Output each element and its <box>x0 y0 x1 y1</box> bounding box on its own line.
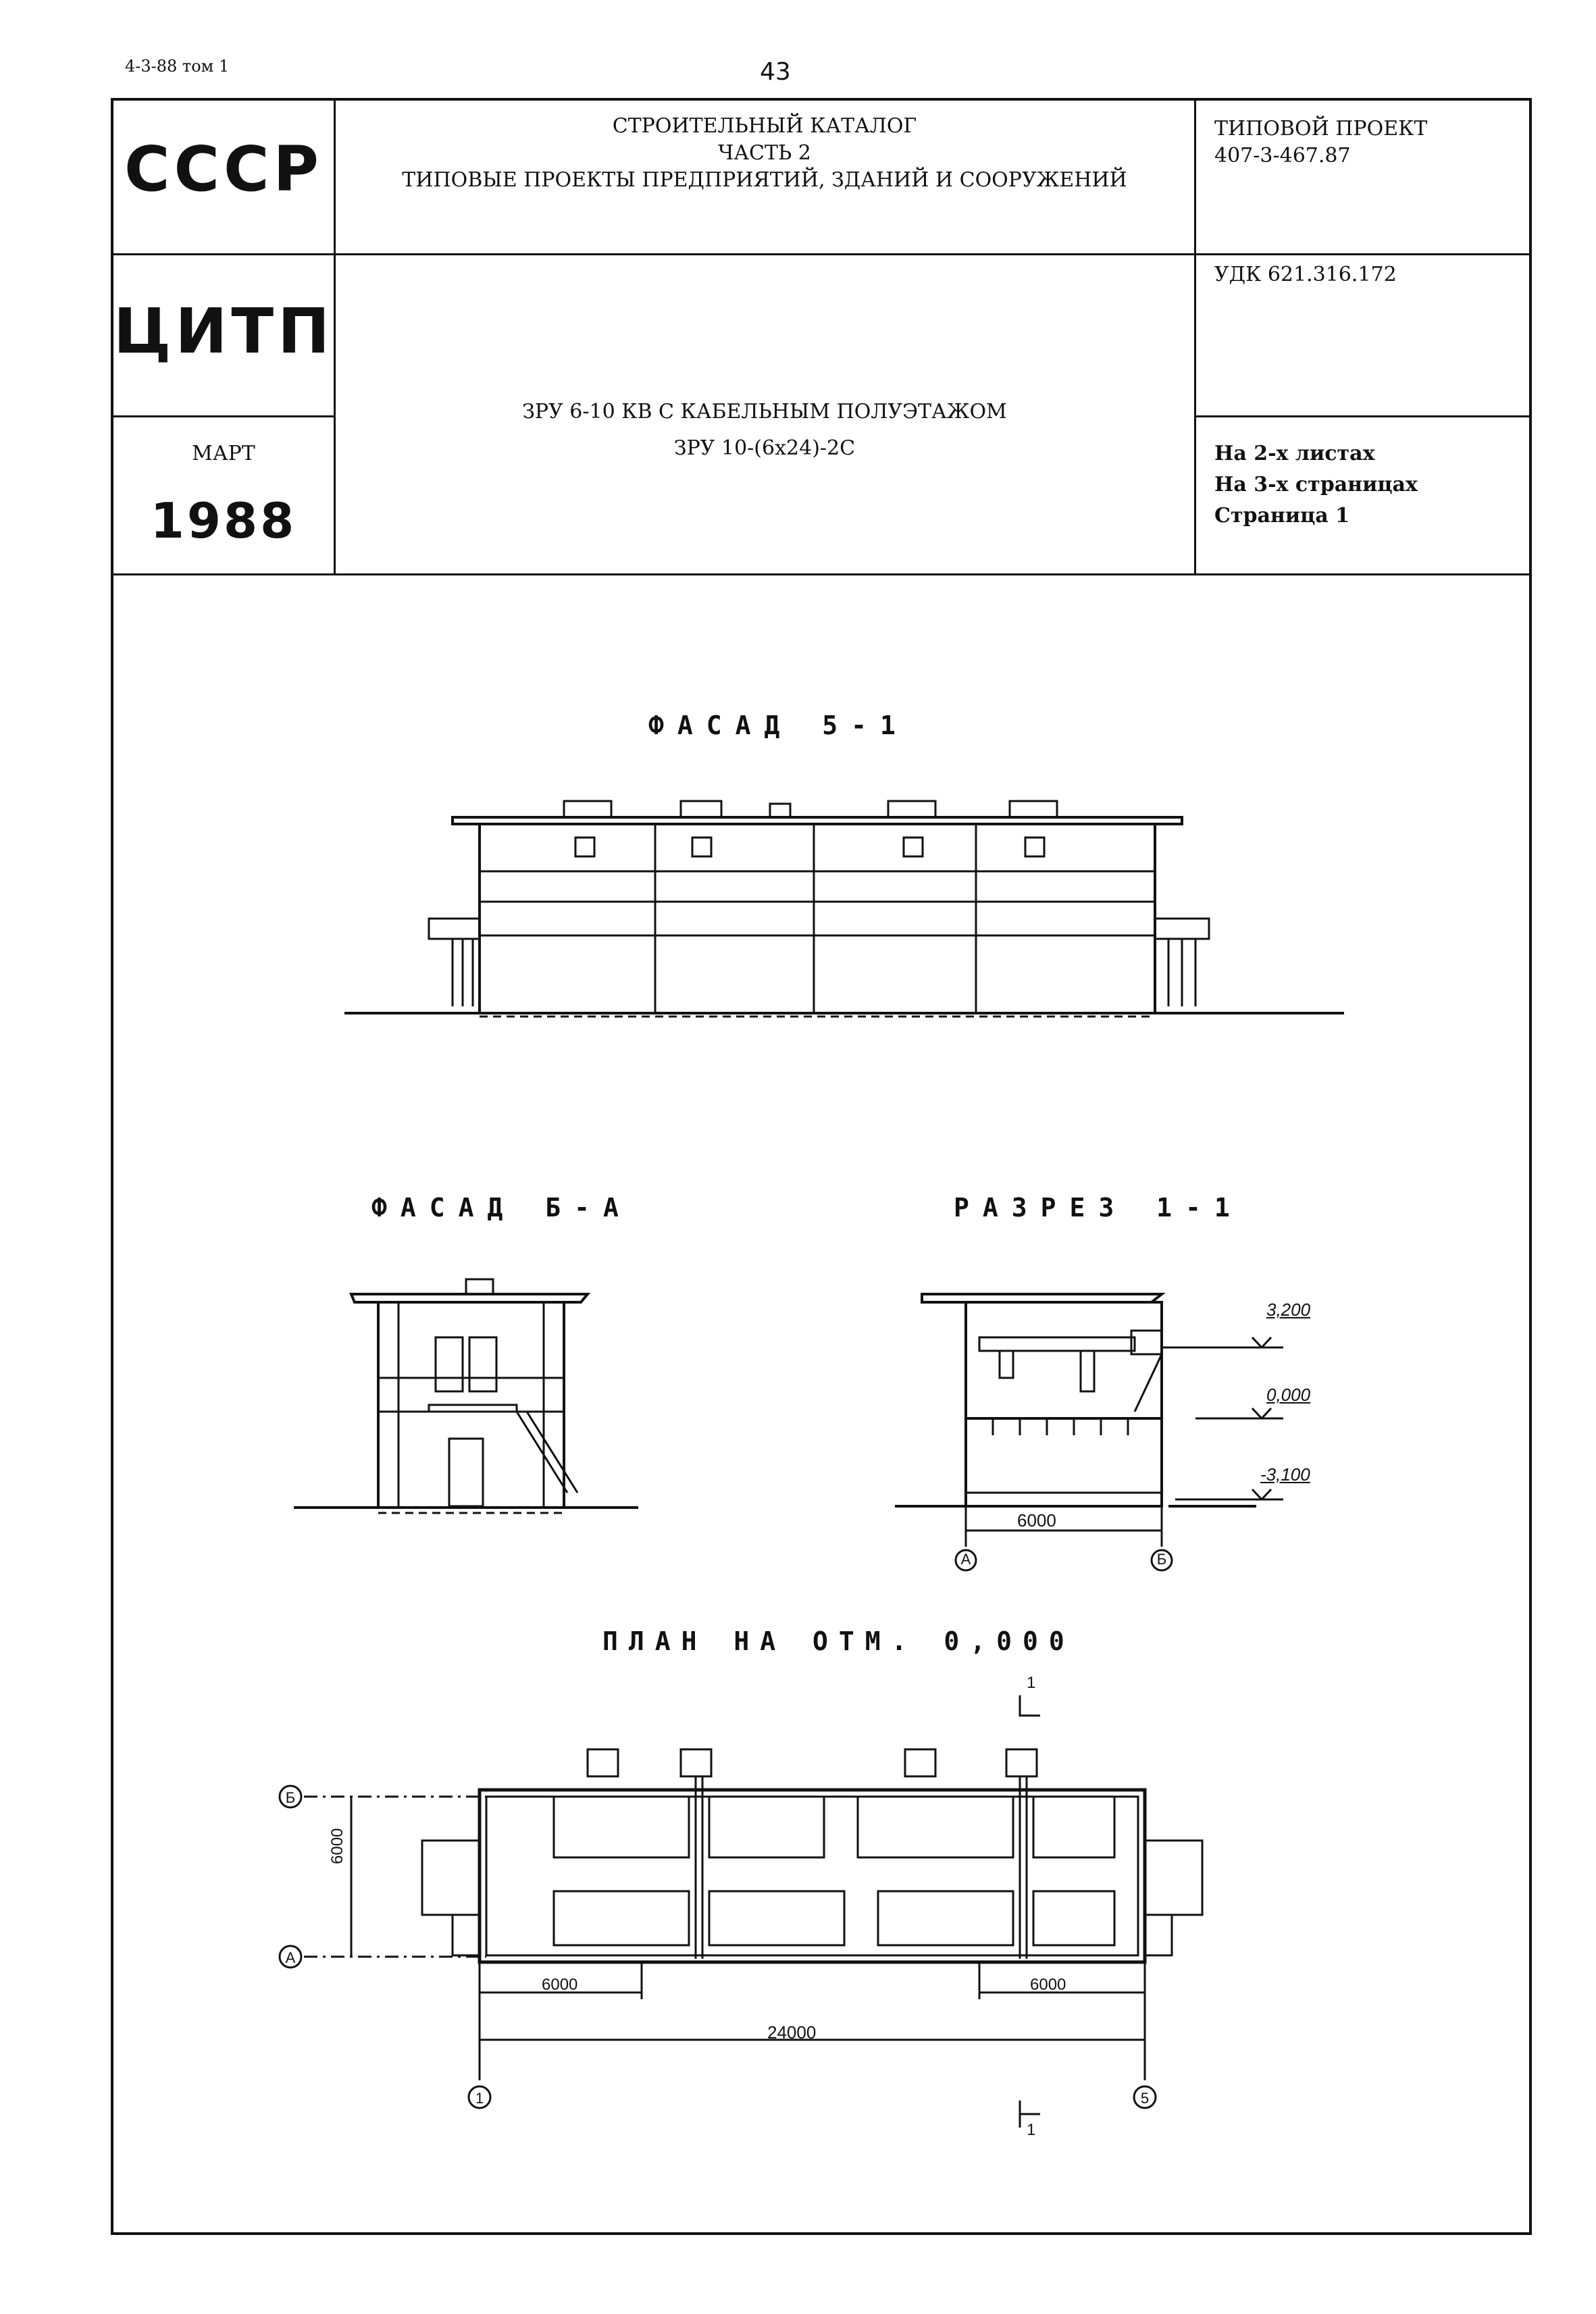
section-level-top: 3,200 <box>1266 1300 1311 1320</box>
facade-short-drawing <box>294 1278 638 1514</box>
header-citp: ЦИТП <box>113 295 334 367</box>
section-axis-a: А <box>960 1551 971 1568</box>
plan-cut-mark-bottom: 1 <box>1027 2121 1036 2139</box>
header-year: 1988 <box>150 492 297 549</box>
page-count: На 3-х страницах <box>1214 473 1418 496</box>
project-title-line-1: ЗРУ 6-10 КВ С КАБЕЛЬНЫМ ПОЛУЭТАЖОМ <box>522 400 1007 423</box>
sheet-count: На 2-х листах <box>1214 442 1375 465</box>
plan-axis-5: 5 <box>1140 2090 1150 2107</box>
plan-dimension-left: 6000 <box>542 1976 578 1994</box>
section-dimension: 6000 <box>1017 1510 1056 1531</box>
corner-note: 4-3-88 том 1 <box>125 57 230 76</box>
title-block-divider-left <box>334 101 336 573</box>
title-block-divider-right <box>1194 101 1196 573</box>
title-block-row-1 <box>113 253 1530 255</box>
sheet-frame: СССР ЦИТП МАРТ 1988 СТРОИТЕЛЬНЫЙ КАТАЛОГ… <box>111 98 1532 2235</box>
facade-short-title: ФАСАД Б-А <box>371 1193 632 1223</box>
udk-code: УДК 621.316.172 <box>1214 263 1397 286</box>
plan-axis-b: Б <box>285 1789 296 1806</box>
plan-dimension-side: 6000 <box>328 1828 346 1864</box>
plan-drawing <box>278 1695 1204 2128</box>
plan-dimension-total: 24000 <box>767 2022 817 2042</box>
header-ussr: СССР <box>124 133 323 205</box>
sheet-info: На 2-х листах На 3-х страницах Страница … <box>1214 438 1525 532</box>
facade-long-drawing <box>344 800 1344 1018</box>
facade-long-title: ФАСАД 5-1 <box>648 711 909 740</box>
catalog-heading: СТРОИТЕЛЬНЫЙ КАТАЛОГ ЧАСТЬ 2 ТИПОВЫЕ ПРО… <box>336 113 1193 194</box>
header-month: МАРТ <box>192 442 255 465</box>
title-block-row-left <box>113 415 334 417</box>
project-title: ЗРУ 6-10 КВ С КАБЕЛЬНЫМ ПОЛУЭТАЖОМ ЗРУ 1… <box>336 394 1193 467</box>
plan-title: ПЛАН НА ОТМ. 0,000 <box>602 1626 1075 1656</box>
plan-axis-1: 1 <box>475 2090 484 2107</box>
catalog-line-1: СТРОИТЕЛЬНЫЙ КАТАЛОГ <box>612 114 917 138</box>
page-label: Страница 1 <box>1214 504 1350 528</box>
project-code-block: ТИПОВОЙ ПРОЕКТ 407-3-467.87 <box>1214 115 1525 170</box>
plan-cut-mark-top: 1 <box>1027 1674 1036 1692</box>
page-number: 43 <box>760 58 791 86</box>
plan-axis-a: А <box>285 1949 296 1966</box>
section-level-bottom: -3,100 <box>1260 1464 1310 1485</box>
project-number: 407-3-467.87 <box>1214 144 1351 168</box>
section-axis-b: Б <box>1156 1551 1167 1568</box>
section-title: РАЗРЕЗ 1-1 <box>954 1193 1243 1223</box>
section-drawing <box>895 1293 1283 1572</box>
section-level-zero: 0,000 <box>1266 1385 1311 1405</box>
catalog-line-2: ЧАСТЬ 2 <box>718 141 811 165</box>
catalog-line-3: ТИПОВЫЕ ПРОЕКТЫ ПРЕДПРИЯТИЙ, ЗДАНИЙ И СО… <box>402 168 1127 192</box>
title-block-row-right <box>1194 415 1530 417</box>
project-label: ТИПОВОЙ ПРОЕКТ <box>1214 117 1428 140</box>
title-block-bottom <box>113 573 1530 575</box>
project-title-line-2: ЗРУ 10-(6х24)-2С <box>673 436 856 460</box>
plan-dimension-right: 6000 <box>1030 1976 1066 1994</box>
